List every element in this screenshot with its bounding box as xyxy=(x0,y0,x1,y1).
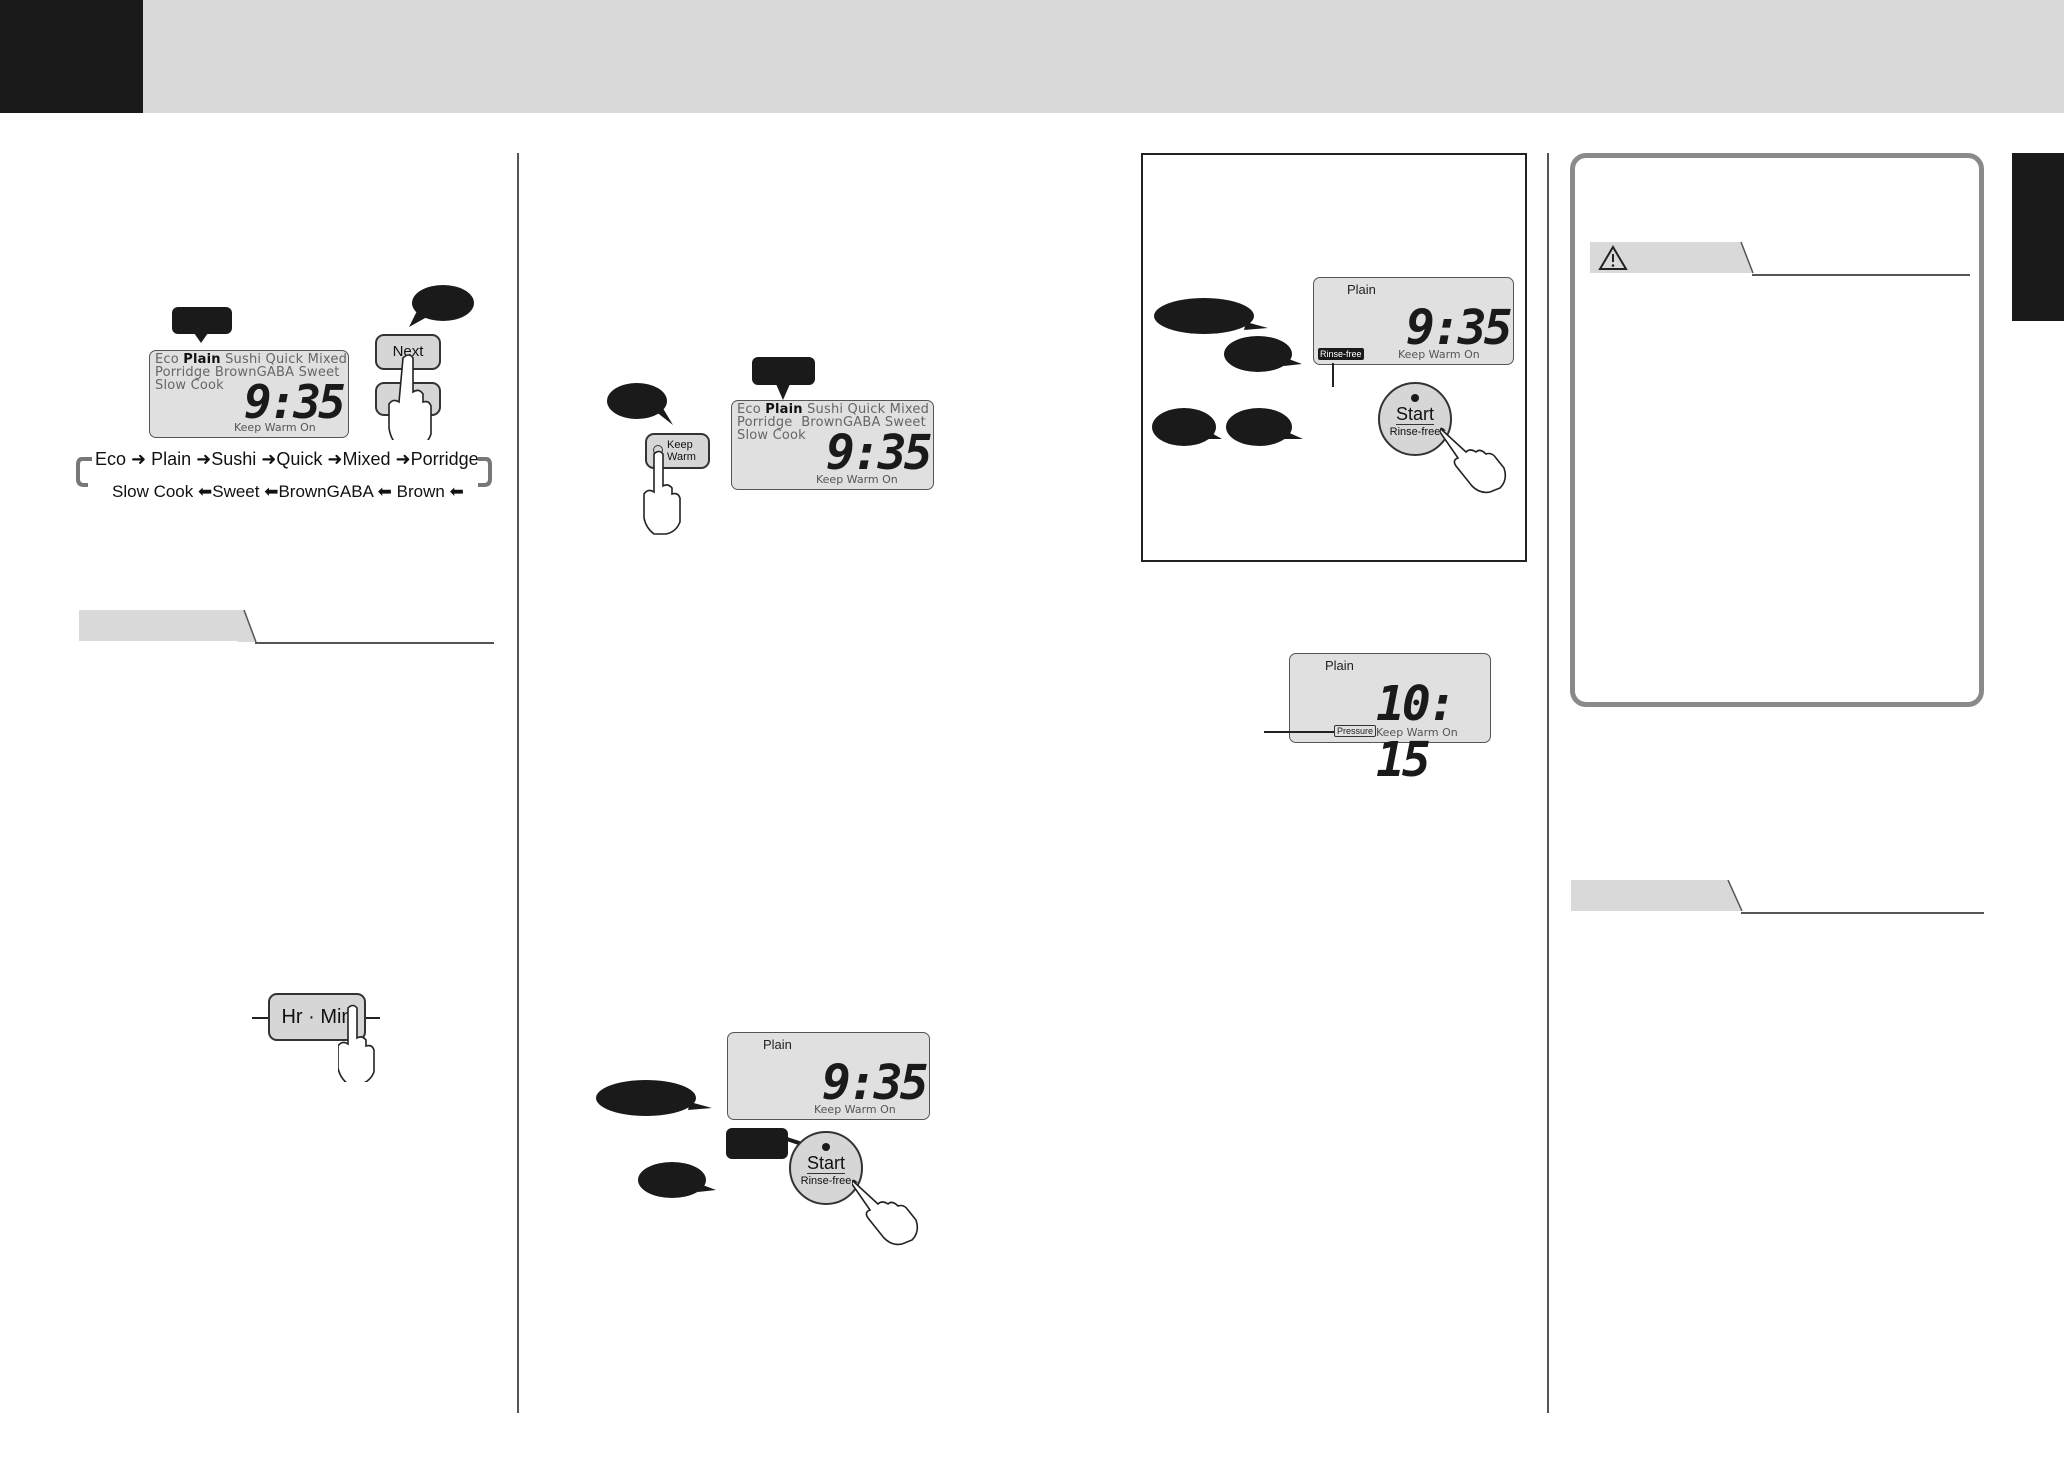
indicator-light-icon xyxy=(822,1143,830,1151)
lcd-time: 9:35 xyxy=(826,425,933,481)
lcd-time: 9:35 xyxy=(822,1055,929,1111)
speech-bubble-icon xyxy=(596,1080,712,1116)
keep-warm-label-2: Warm xyxy=(667,451,696,463)
rinse-free-label: Rinse-free xyxy=(800,1175,852,1187)
mode-flow-row2: Slow Cook ⬅Sweet ⬅BrownGABA ⬅ Brown ⬅ xyxy=(112,482,464,501)
section-header xyxy=(79,610,494,644)
pointing-hand-icon xyxy=(388,354,432,440)
lcd-time: 9:35 xyxy=(1406,300,1513,356)
lcd-display: Plain 9:35 Keep Warm On xyxy=(727,1032,930,1120)
callout-label-pill xyxy=(726,1128,788,1159)
mode-flow-loop xyxy=(76,457,492,487)
divider xyxy=(807,1173,845,1174)
lcd-keep-warm: Keep Warm On xyxy=(1376,726,1458,739)
lcd-mode-list: Eco Plain Sushi Quick Mixed Porridge Bro… xyxy=(155,352,348,393)
speech-bubble-icon xyxy=(1224,336,1302,372)
lcd-keep-warm: Keep Warm On xyxy=(234,421,316,434)
speech-bubble-icon xyxy=(409,285,474,327)
lcd-mode: Plain xyxy=(1347,282,1376,297)
header-page-block xyxy=(0,0,143,113)
section-header xyxy=(1571,880,1984,914)
lcd-display: Eco Plain Sushi Quick Mixed Porridge Bro… xyxy=(731,400,934,490)
header-bar xyxy=(0,0,2064,113)
pointing-hand-icon xyxy=(338,1004,375,1082)
leader-line xyxy=(1332,363,1334,387)
side-index-tab xyxy=(2012,153,2064,321)
speech-bubble-icon xyxy=(1152,408,1222,446)
callout-pointer xyxy=(776,384,790,400)
speech-bubble-icon xyxy=(638,1162,716,1198)
speech-bubble-icon xyxy=(1154,298,1268,334)
column-divider-1 xyxy=(517,153,519,1413)
lcd-display: Plain 10: 15 Pressure Keep Warm On xyxy=(1289,653,1491,788)
indicator-light-icon xyxy=(1411,394,1419,402)
caution-box xyxy=(1570,153,1984,707)
lcd-time: 10: 15 xyxy=(1376,676,1457,788)
lcd-mode: Plain xyxy=(763,1037,792,1052)
mode-flow-row1: Eco ➜ Plain ➜Sushi ➜Quick ➜Mixed ➜Porrid… xyxy=(95,449,479,469)
lcd-keep-warm: Keep Warm On xyxy=(816,473,898,486)
pressure-badge: Pressure xyxy=(1334,725,1377,737)
start-button[interactable]: Start Rinse-free xyxy=(789,1131,863,1205)
column-divider-2 xyxy=(1547,153,1549,1413)
callout-label-pill xyxy=(752,357,815,385)
rinse-free-badge: Rinse-free xyxy=(1318,348,1364,360)
keep-warm-label-1: Keep xyxy=(667,439,693,451)
lcd-mode: Plain xyxy=(1325,658,1354,673)
warning-triangle-icon xyxy=(1598,245,1628,270)
caution-header xyxy=(1590,242,1970,276)
start-button[interactable]: Start Rinse-free xyxy=(1378,382,1452,456)
speech-bubble-icon xyxy=(607,383,673,425)
pointing-hand-icon xyxy=(852,1179,919,1246)
rinse-free-label: Rinse-free xyxy=(1389,426,1441,438)
speech-bubble-icon xyxy=(1226,408,1303,446)
callout-label-pill xyxy=(172,307,232,334)
rinse-free-info-box xyxy=(1141,153,1527,562)
pointing-hand-icon xyxy=(1440,427,1507,494)
pointing-hand-icon xyxy=(643,450,681,535)
lcd-mode-list: Eco Plain Sushi Quick Mixed Porridge Bro… xyxy=(737,402,930,443)
start-label: Start xyxy=(1395,404,1434,424)
lcd-keep-warm: Keep Warm On xyxy=(814,1103,896,1116)
lcd-time: 9:35 xyxy=(244,375,346,429)
start-label: Start xyxy=(806,1153,845,1173)
leader-line xyxy=(1264,731,1334,733)
callout-pointer xyxy=(194,333,208,343)
lcd-keep-warm: Keep Warm On xyxy=(1398,348,1480,361)
divider xyxy=(1396,424,1434,425)
keep-warm-button[interactable]: Keep Warm xyxy=(645,433,710,469)
lcd-display: Eco Plain Sushi Quick Mixed Porridge Bro… xyxy=(149,350,349,438)
lcd-display: Plain 9:35 Rinse-free Keep Warm On xyxy=(1313,277,1514,365)
